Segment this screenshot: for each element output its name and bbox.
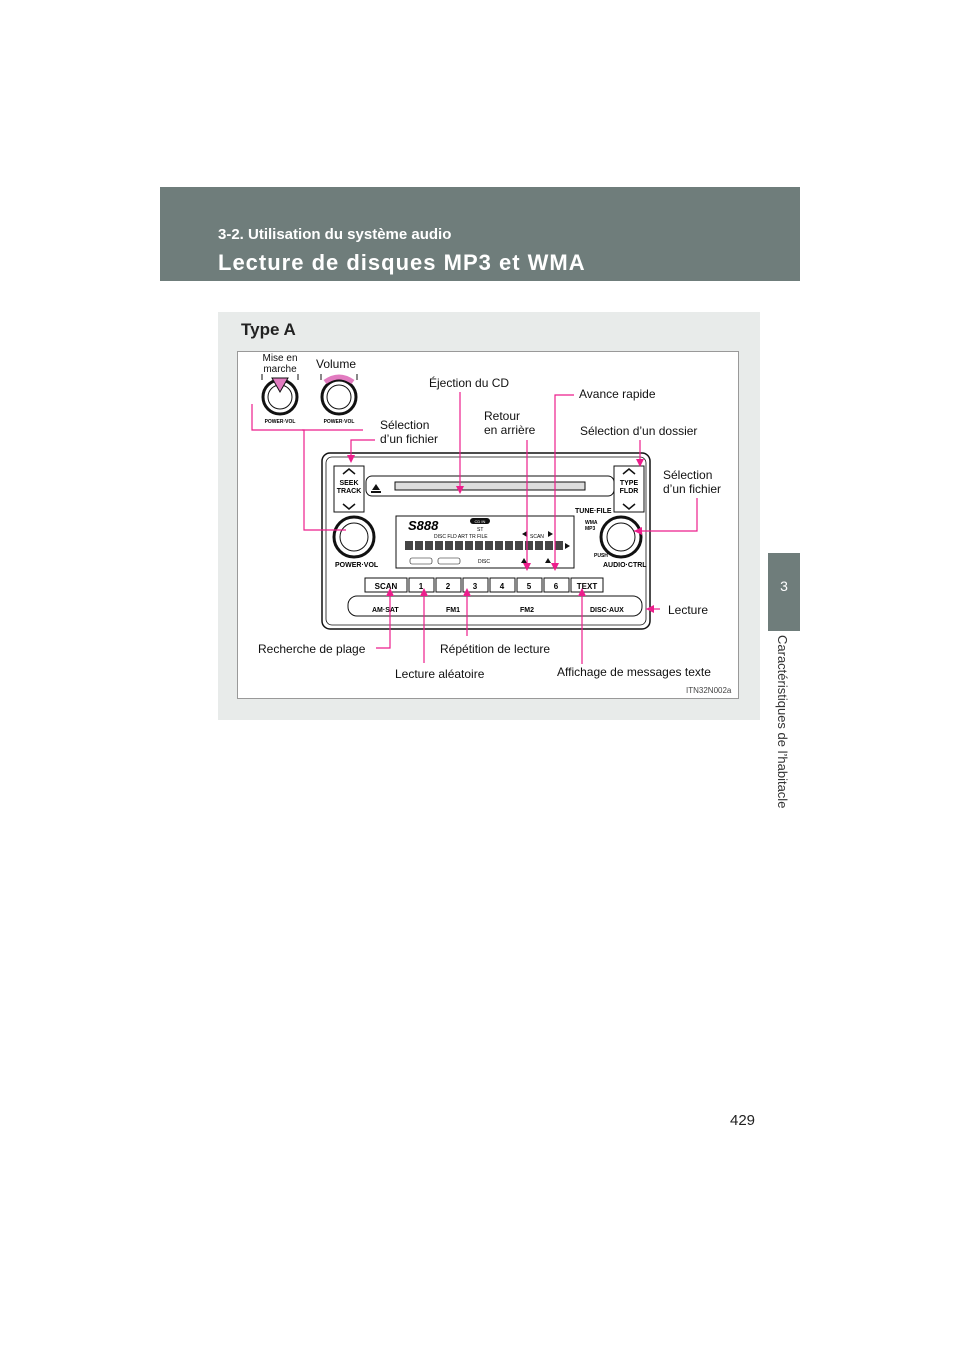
preset-1-button[interactable] [408,577,435,593]
push-label: PUSH [594,553,608,559]
svg-text:SCAN: SCAN [530,534,544,540]
callout-repeat: Répétition de lecture [440,642,551,656]
knob-small-label-2: POWER·VOL [324,419,355,425]
fast-forward-icon [548,531,553,537]
svg-text:FLDR: FLDR [620,488,639,495]
power-vol-label: POWER·VOL [335,562,379,569]
page-title: Lecture de disques MP3 et WMA [218,250,586,275]
callout-text-display: Affichage de messages texte [557,665,711,679]
page-number: 429 [730,1112,756,1129]
svg-text:CD IN: CD IN [475,519,486,524]
svg-text:TRACK: TRACK [337,488,362,495]
preset-4-button[interactable] [489,577,516,593]
svg-text:TYPE: TYPE [620,480,639,487]
svg-text:WMA: WMA [585,520,598,526]
svg-text:TEXT: TEXT [577,582,598,591]
chapter-tab[interactable] [768,553,800,631]
scan-button[interactable] [364,577,408,593]
svg-text:4: 4 [500,582,505,591]
knob-small-label-1: POWER·VOL [265,419,296,425]
svg-text:DISC FLD ART TR FILE: DISC FLD ART TR FILE [434,534,488,540]
chapter-number: 3 [780,578,788,594]
preset-3-button[interactable] [462,577,489,593]
eject-icon [372,484,380,490]
svg-text:1: 1 [419,582,424,591]
fm1-button[interactable]: FM1 [446,607,460,614]
svg-text:5: 5 [527,582,532,591]
svg-text:SEEK: SEEK [339,480,358,487]
preset-5-button[interactable] [516,577,543,593]
callout-file-select-right: Sélection d’un fichier [663,468,722,496]
tune-file-label: TUNE·FILE [575,508,612,515]
rewind-icon [522,531,527,537]
svg-text:2: 2 [446,582,451,591]
figure-type-label: Type A [241,320,296,339]
svg-text:DISC: DISC [478,559,490,565]
figure-code: ITN32N002a [686,686,732,695]
callout-track-scan: Recherche de plage [258,642,366,656]
callout-power-on: Mise en marche [262,353,298,375]
callout-arrowheads [347,455,654,613]
audio-ctrl-label: AUDIO·CTRL [603,562,647,569]
callout-play: Lecture [668,603,709,617]
preset-row: SCAN 1 2 3 4 5 6 TEXT [364,577,604,593]
type-folder-button[interactable] [613,465,645,513]
callout-eject: Éjection du CD [429,376,510,390]
fm2-button[interactable]: FM2 [520,607,534,614]
cd-slot [394,481,586,491]
seek-track-button[interactable] [333,465,365,513]
callout-rewind: Retour en arrière [484,409,536,437]
display-main-text: S888 [408,518,439,533]
svg-text:3: 3 [473,582,478,591]
volume-knob-small-icon [320,374,358,416]
section-label: 3-2. Utilisation du système audio [218,226,452,243]
svg-text:6: 6 [554,582,559,591]
svg-text:ST: ST [477,527,483,533]
callout-fast-forward: Avance rapide [579,387,656,401]
callout-volume: Volume [316,357,357,371]
callout-random: Lecture aléatoire [395,667,485,681]
text-button[interactable] [570,577,604,593]
svg-text:MP3: MP3 [585,526,596,532]
disc-aux-button[interactable]: DISC·AUX [590,607,624,614]
radio-illustration: POWER·VOL POWER·VOL SEEK TRACK TYPE FLDR… [251,374,698,664]
power-knob-small-icon [261,374,299,416]
preset-2-button[interactable] [435,577,462,593]
preset-6-button[interactable] [543,577,570,593]
band-buttons-bar [347,595,643,617]
am-sat-button[interactable]: AM·SAT [372,607,399,614]
callout-folder-select: Sélection d’un dossier [580,424,698,438]
svg-text:SCAN: SCAN [375,582,398,591]
callout-file-select-left: Sélection d’un fichier [380,418,439,446]
header-band [160,187,800,281]
